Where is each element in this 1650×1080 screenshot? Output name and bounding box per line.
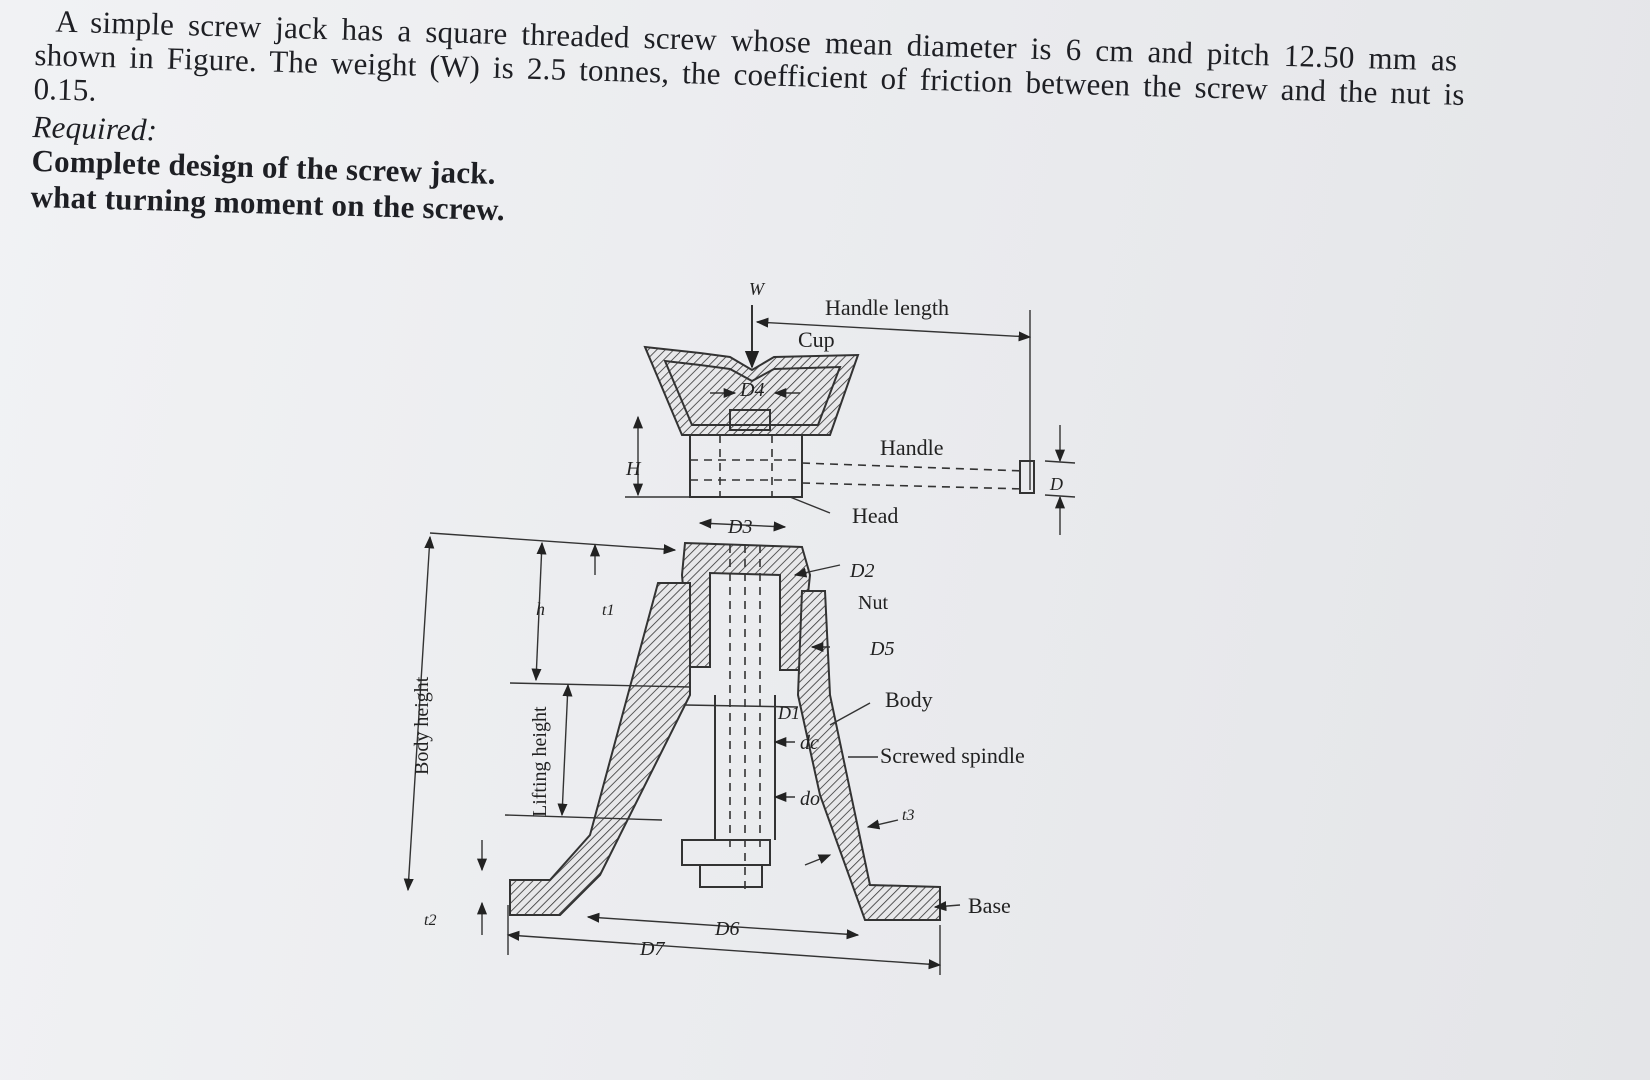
leader-lines [773,496,961,912]
handle-label: Handle [880,435,944,460]
h-label: h [536,599,545,619]
base-label: Base [968,893,1011,918]
head-label: Head [852,503,898,528]
reference-lines [429,532,799,821]
body-label: Body [885,687,933,712]
cup-shape [643,345,860,436]
dc-label: dc [800,732,819,754]
d3-label: D3 [727,516,752,538]
screw-jack-drawing: W Handle length Cup D4 Handle H D Head D… [403,279,1076,975]
body-height-label: Body height [411,676,433,775]
d7-dimension [506,905,942,975]
handle-d-dimension [1044,425,1076,535]
t3-label: t3 [902,807,914,824]
h-small-dimension [531,541,547,682]
do-label: do [800,788,820,810]
d7-label: D7 [639,938,665,960]
body-height-dimension [403,535,435,892]
handle-bar [801,460,1035,494]
nut-shape [680,541,812,671]
d3-dimension [698,518,787,532]
spindle-shape [681,545,776,895]
screw-jack-figure: W Handle length Cup D4 Handle H D Head D… [400,275,1100,1035]
body-shape [509,582,941,921]
t2-label: t2 [424,912,436,929]
lifting-height-label: Lifting height [529,706,551,817]
nut-label: Nut [858,592,888,614]
d4-label: D4 [739,379,764,401]
screwed-spindle-label: Screwed spindle [880,743,1025,768]
t1-label: t1 [602,602,614,619]
d2-label: D2 [849,560,874,582]
lifting-height-dimension [557,683,573,817]
d1-label: D1 [777,703,800,723]
h-dimension [625,415,690,498]
w-label: W [749,279,766,299]
head-shape [689,434,803,498]
cup-label: Cup [798,327,835,352]
h-capital-label: H [625,458,642,480]
d6-label: D6 [714,918,739,940]
handle-length-label: Handle length [825,295,949,320]
d5-label: D5 [869,638,894,660]
d-label: D [1049,474,1063,494]
problem-statement: A simple screw jack has a square threade… [30,4,1595,257]
